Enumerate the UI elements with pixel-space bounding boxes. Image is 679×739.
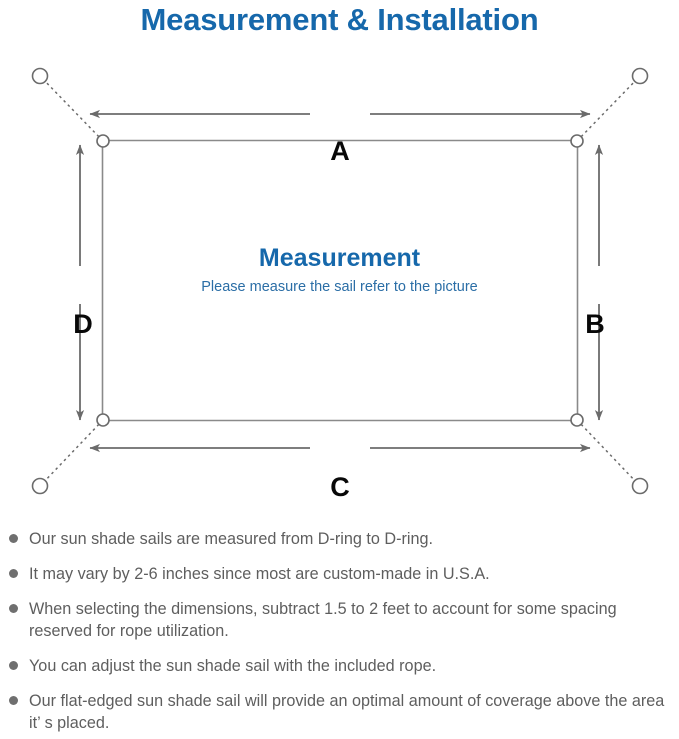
list-item: When selecting the dimensions, subtract … — [9, 598, 674, 642]
anchor-top-left — [31, 67, 49, 85]
d-ring-top-left — [96, 134, 110, 148]
list-item: Our flat-edged sun shade sail will provi… — [9, 690, 674, 734]
notes-list: Our sun shade sails are measured from D-… — [9, 528, 674, 734]
list-item: You can adjust the sun shade sail with t… — [9, 655, 674, 677]
anchor-bottom-left — [31, 477, 49, 495]
bullet-icon — [9, 661, 18, 670]
bullet-icon — [9, 604, 18, 613]
anchor-top-right — [631, 67, 649, 85]
page-title: Measurement & Installation — [140, 2, 539, 37]
d-ring-bottom-right — [570, 413, 584, 427]
note-text: Our flat-edged sun shade sail will provi… — [29, 692, 665, 732]
note-text: It may vary by 2-6 inches since most are… — [29, 565, 490, 583]
d-ring-bottom-left — [96, 413, 110, 427]
d-ring-top-right — [570, 134, 584, 148]
bullet-icon — [9, 569, 18, 578]
measurement-diagram: Measurement Please measure the sail refe… — [0, 48, 679, 518]
rope-line-top-right — [576, 76, 640, 142]
note-text: You can adjust the sun shade sail with t… — [29, 657, 437, 675]
list-item: Our sun shade sails are measured from D-… — [9, 528, 674, 550]
diagram-svg — [31, 67, 649, 495]
rope-line-top-left — [40, 76, 104, 142]
bullet-icon — [9, 534, 18, 543]
anchor-bottom-right — [631, 477, 649, 495]
note-text: Our sun shade sails are measured from D-… — [29, 530, 433, 548]
sail-rectangle — [101, 139, 579, 422]
bullet-icon — [9, 696, 18, 705]
note-text: When selecting the dimensions, subtract … — [29, 600, 617, 640]
list-item: It may vary by 2-6 inches since most are… — [9, 563, 674, 585]
rope-line-bottom-left — [40, 419, 104, 486]
rope-line-bottom-right — [576, 419, 640, 486]
